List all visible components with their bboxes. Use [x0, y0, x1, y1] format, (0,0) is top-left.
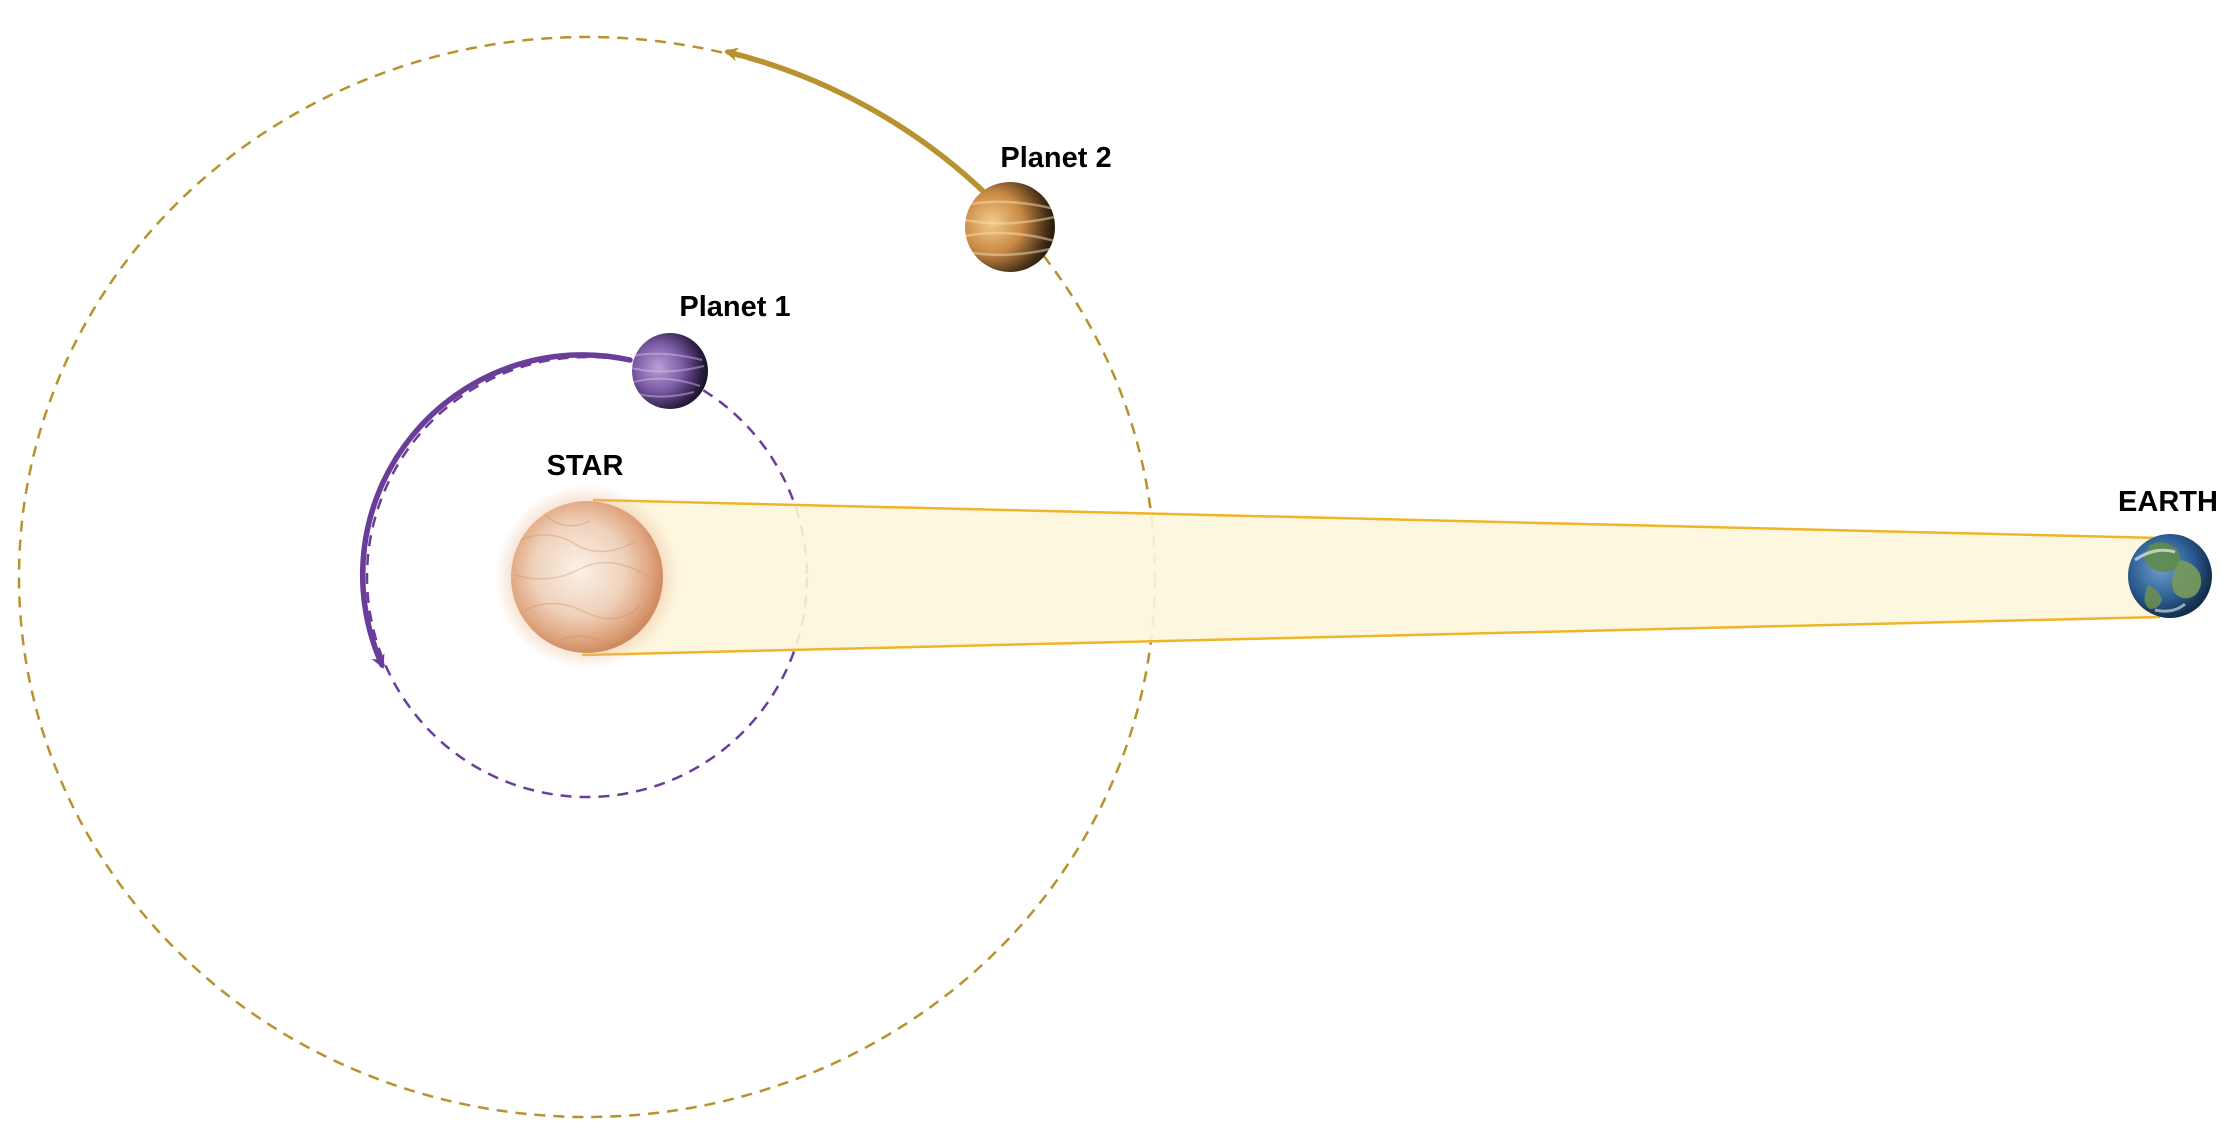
planet1-motion-arrow [359, 352, 633, 669]
star-sun-icon [495, 485, 679, 669]
earth-label: EARTH [2118, 486, 2218, 518]
planet1-label: Planet 1 [679, 291, 790, 323]
planet2-label: Planet 2 [1000, 142, 1111, 174]
light-beam-top-edge [592, 498, 2161, 540]
purple-gas-giant-icon [632, 333, 708, 409]
earth-globe-icon [2128, 534, 2212, 618]
star-label: STAR [547, 450, 624, 482]
planet2-motion-arrow [723, 47, 988, 196]
light-beam-bottom-edge [581, 615, 2161, 657]
light-beam [582, 500, 2160, 655]
banded-gas-giant-icon [965, 182, 1055, 272]
